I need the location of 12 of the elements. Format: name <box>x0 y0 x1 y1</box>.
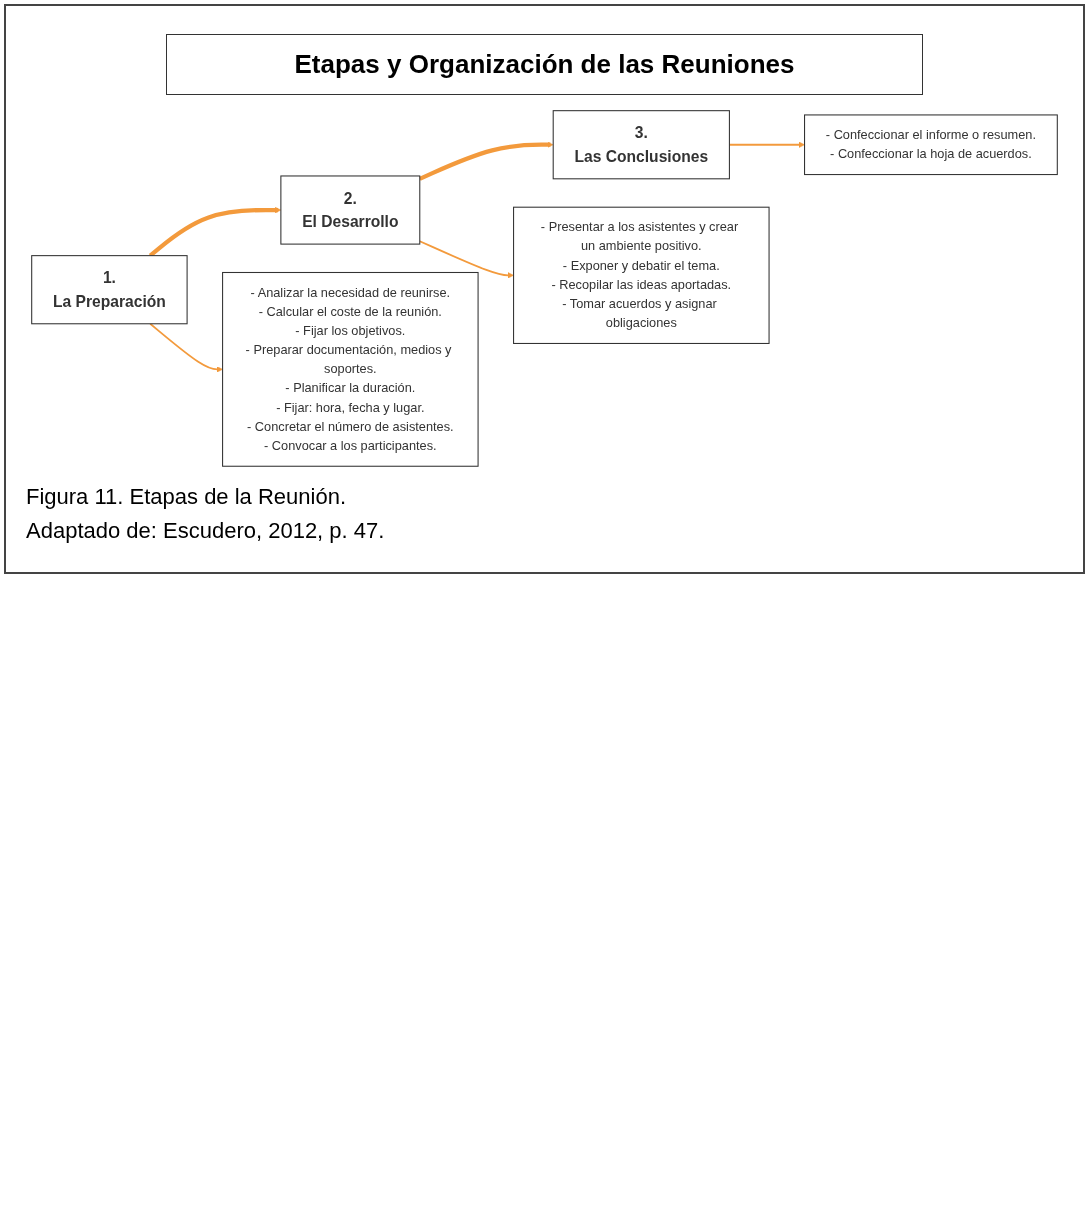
arrow <box>418 141 554 181</box>
arrow <box>418 240 514 279</box>
arrow <box>149 322 223 373</box>
node-box: - Analizar la necesidad de reunirse. - Calcular el coste de la reunión. - Fijar los objetivos. - Preparar documentación, medios y soportes. - Planificar la duración. - Fijar: hora, fecha y lugar. - Concretar el número de asistentes. - Convocar a los participantes. <box>222 271 479 467</box>
node-box: - Confeccionar el informe o resumen. - Confeccionar la hoja de acuerdos. <box>804 114 1058 176</box>
node-box: 1. La Preparación <box>31 255 188 325</box>
source-note: Adaptado de: Escudero, 2012, p. 47. <box>26 517 385 544</box>
title-box: Etapas y Organización de las Reuniones <box>166 34 923 95</box>
caption: Figura 11. Etapas de la Reunión. <box>26 483 347 510</box>
node-box: - Presentar a los asistentes y crear un ambiente positivo. - Exponer y debatir el tema. - Recopilar las ideas aportadas. - Tomar acuerdos y asignar obligaciones <box>513 206 770 344</box>
node-box: 2. El Desarrollo <box>280 175 421 245</box>
node-box: 3. Las Conclusiones <box>552 110 730 180</box>
